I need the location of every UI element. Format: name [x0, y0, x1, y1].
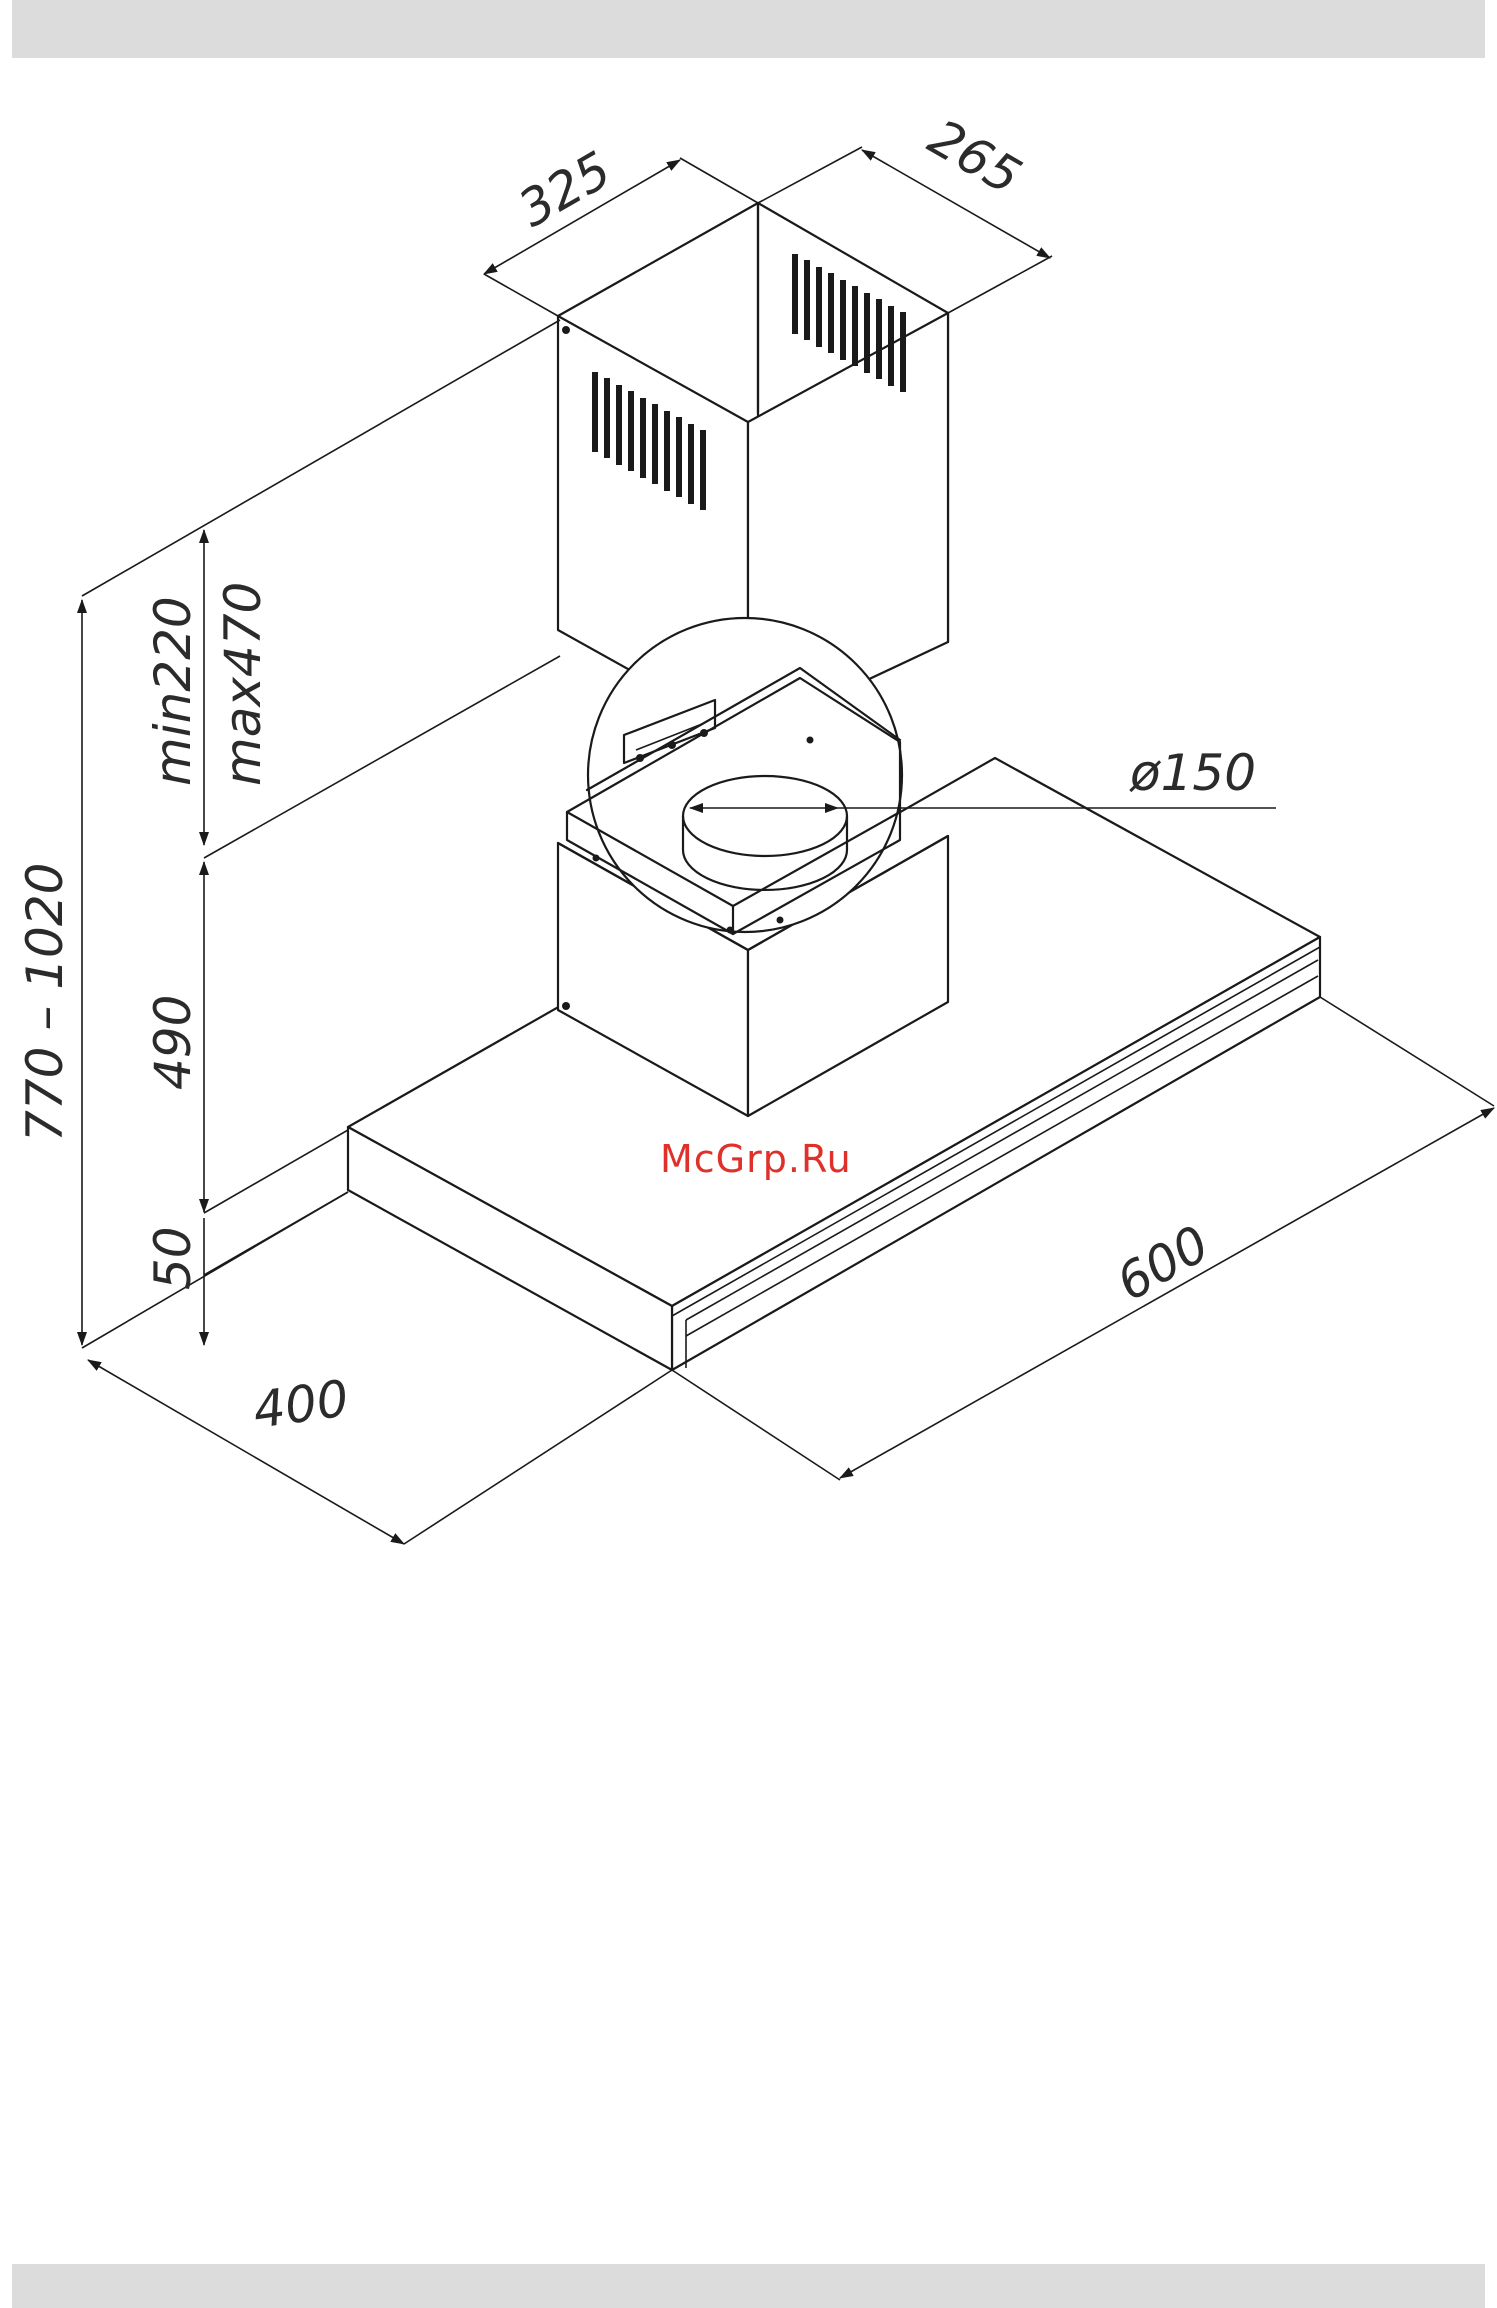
- dim-canopy-width: 600: [1107, 1214, 1219, 1312]
- dim-extension-min: min220: [144, 596, 202, 786]
- dim-chimney-width: 325: [509, 140, 621, 238]
- dim-body-height: 490: [144, 995, 202, 1090]
- dim-canopy-height: 50: [144, 1226, 202, 1290]
- dim-chimney-depth: 265: [919, 108, 1031, 206]
- dim-total-height: 770 – 1020: [16, 863, 74, 1142]
- dim-canopy-depth: 400: [250, 1369, 353, 1440]
- watermark-text: McGrp.Ru: [660, 1137, 852, 1181]
- dim-duct-diameter: ø150: [1129, 744, 1256, 802]
- dim-extension-max: max470: [214, 582, 272, 786]
